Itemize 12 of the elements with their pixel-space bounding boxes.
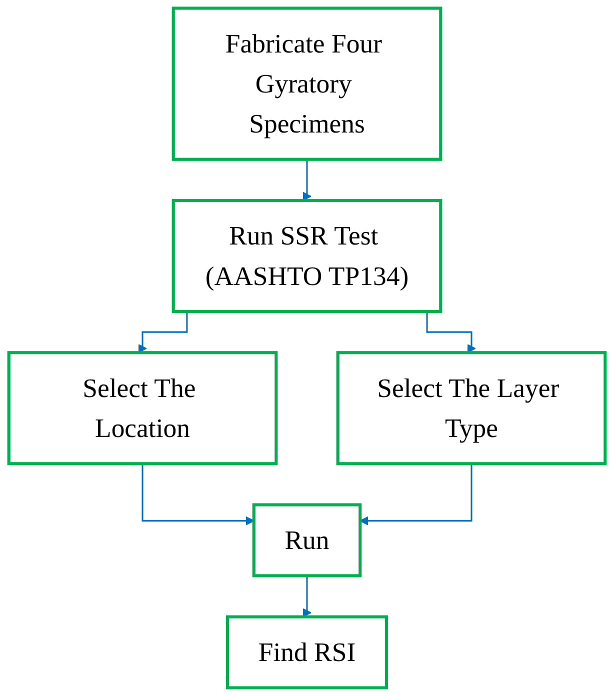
node-box: Select The Location <box>7 351 278 466</box>
arrow <box>426 312 476 354</box>
node-box: Select The Layer Type <box>336 351 607 466</box>
node-box: Fabricate Four Gyratory Specimens <box>172 6 442 161</box>
arrow <box>142 464 254 526</box>
arrow <box>302 159 312 201</box>
node-box: Find RSI <box>226 615 388 690</box>
node-box: Run SSR Test (AASHTO TP134) <box>172 198 442 314</box>
arrow <box>360 464 472 526</box>
node-box: Run <box>252 503 362 578</box>
arrow <box>138 312 188 354</box>
arrow <box>302 576 312 618</box>
